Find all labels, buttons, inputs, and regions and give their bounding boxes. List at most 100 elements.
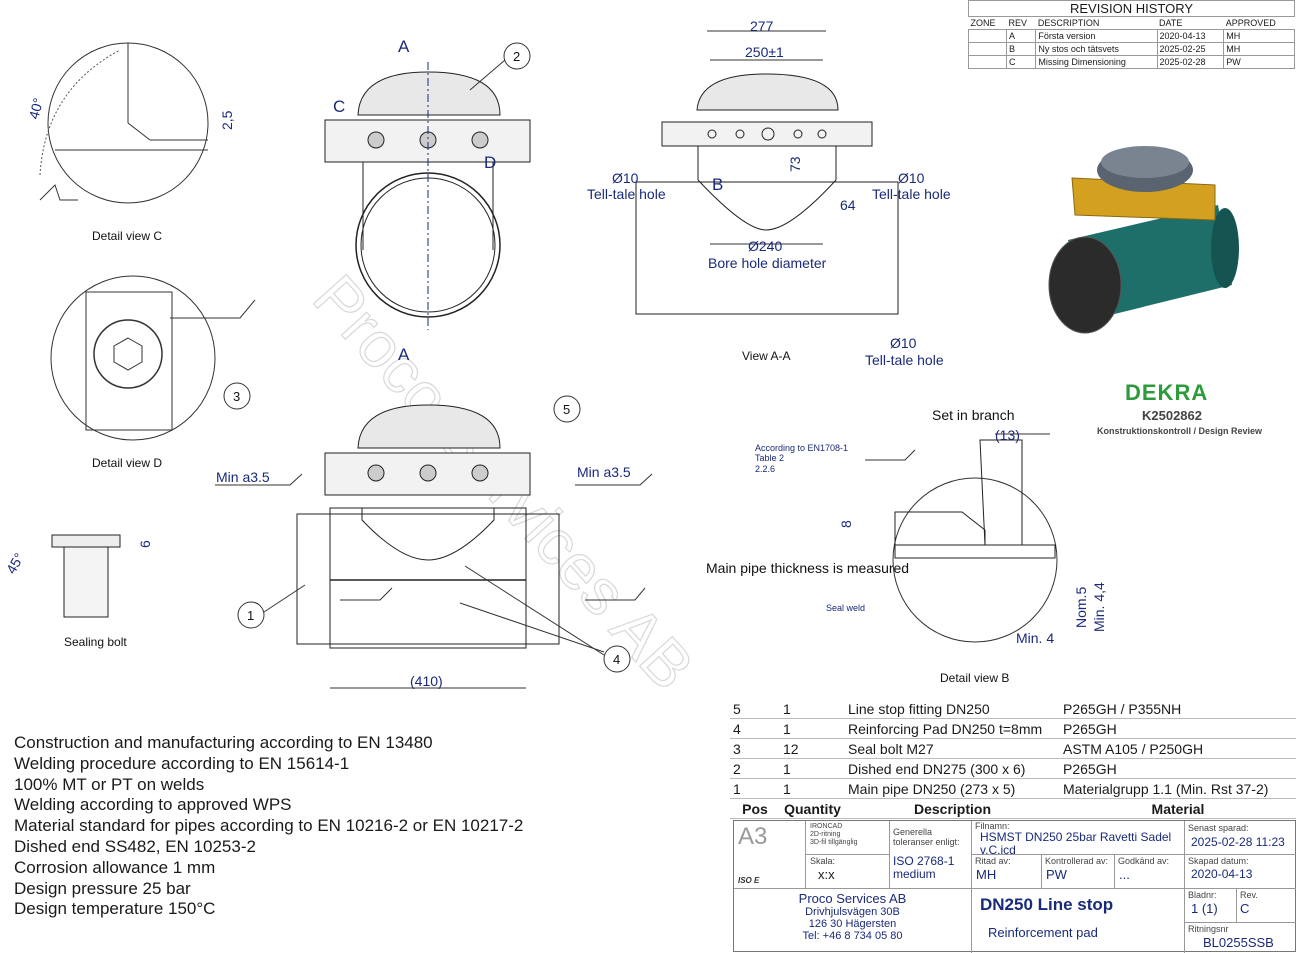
general-notes: Construction and manufacturing according…	[14, 733, 523, 920]
saved-cell: Senast sparad: 2025-02-28 11:23	[1185, 821, 1296, 855]
company-name: Proco Services AB	[798, 891, 907, 906]
bom-cell: P265GH	[1060, 718, 1296, 739]
bom-cell: 12	[780, 738, 845, 759]
view-a-a: 277 250±1 73 64 B Ø240 Bore hole diamete…	[587, 18, 951, 368]
seal-weld-text: Seal weld	[826, 603, 865, 613]
dekra-code: K2502862	[1142, 408, 1202, 423]
rev-header-approved: APPROVED	[1223, 16, 1295, 30]
approved-value: ...	[1119, 867, 1130, 882]
checked-label: Kontrollerad av:	[1045, 856, 1109, 866]
section-mark-a-bottom: A	[398, 345, 410, 364]
rev-cell: B	[1005, 42, 1037, 56]
detail-view-d: Detail view D	[50, 275, 256, 470]
drawn-label: Ritad av:	[975, 856, 1011, 866]
clause-text: 2.2.6	[755, 464, 775, 474]
company-address-1: Drivhjulsvägen 30B	[805, 906, 900, 918]
rev-cell: 2020-04-13	[1156, 29, 1225, 43]
bom-cell: 5	[730, 699, 780, 719]
rev-cell: Ny stos och tätsvets	[1035, 42, 1158, 56]
rev-value: C	[1240, 901, 1250, 916]
note-line: Design temperature 150°C	[14, 899, 216, 919]
set-in-branch: Set in branch	[932, 407, 1015, 423]
dekra-logo: DEKRA	[1125, 380, 1209, 405]
sheet-size: A3	[738, 823, 768, 850]
bom-header: Pos	[730, 798, 780, 819]
created-label: Skapad datum:	[1188, 856, 1249, 866]
rev-header-zone: ZONE	[968, 16, 1007, 30]
rev-header-date: DATE	[1157, 16, 1224, 30]
bolt-dim-6: 6	[137, 540, 153, 548]
drawing-no-label: Ritningsnr	[1188, 924, 1229, 934]
dim-73: 73	[787, 156, 803, 172]
drawing-number-cell: Ritningsnr BL0255SSB	[1185, 923, 1296, 953]
company-phone: Tel: +46 8 734 05 80	[802, 930, 903, 942]
title-block: A3 ISO E IRONCAD 2D-ritning 3D-fil tillg…	[733, 820, 1296, 953]
checked-cell: Kontrollerad av: PW	[1042, 855, 1115, 889]
company-address-2: 126 30 Hägersten	[808, 918, 897, 930]
rev-cell: A	[1005, 29, 1037, 43]
dim-410: (410)	[410, 673, 443, 689]
hole-bottom-label: Tell-tale hole	[865, 352, 944, 368]
rev-cell: MH	[1223, 42, 1295, 56]
dekra-subtitle: Konstruktionskontroll / Design Review	[1097, 426, 1263, 436]
note-line: Construction and manufacturing according…	[14, 733, 433, 752]
top-view: A A C D	[324, 37, 531, 364]
bore-dim: Ø240	[748, 238, 782, 254]
bom-cell: Materialgrupp 1.1 (Min. Rst 37-2)	[1060, 778, 1296, 799]
ironcad-text: IRONCAD 2D-ritning 3D-fil tillgänglig	[810, 823, 858, 846]
tol-value: ISO 2768-1 medium	[893, 854, 955, 881]
hole-right-dim: Ø10	[898, 170, 925, 186]
min-4-4: Min. 4,4	[1091, 582, 1107, 632]
bom-cell: 3	[730, 738, 780, 759]
rev-cell: Rev. C	[1237, 889, 1296, 923]
balloon-3: 3	[233, 389, 240, 404]
created-value: 2020-04-13	[1191, 867, 1253, 881]
note-line: Design pressure 25 bar	[14, 878, 191, 898]
balloon-4: 4	[613, 652, 620, 667]
dim-277: 277	[750, 18, 774, 34]
revision-history-table: REVISION HISTORY ZONE REV DESCRIPTION DA…	[968, 0, 1295, 69]
table-row: B Ny stos och tätsvets 2025-02-25 MH	[968, 42, 1295, 56]
bom-cell: ASTM A105 / P250GH	[1060, 738, 1296, 759]
revision-title: REVISION HISTORY	[968, 0, 1295, 17]
caption-sealing: Sealing bolt	[64, 635, 127, 649]
caption-view-a-a: View A-A	[742, 349, 790, 363]
rev-cell: Första version	[1035, 29, 1158, 43]
sheet-cell: Bladnr: 1 (1)	[1185, 889, 1237, 923]
nom-5: Nom.5	[1073, 587, 1089, 628]
balloon-1: 1	[247, 608, 254, 623]
sheet-label: Bladnr:	[1188, 890, 1217, 900]
drawing-no-value: BL0255SSB	[1203, 935, 1274, 950]
bore-label: Bore hole diameter	[708, 255, 827, 271]
filename-value: HSMST DN250 25bar Ravetti Sadel v.C.icd	[980, 830, 1172, 855]
balloons: 2 3 5 1 4	[223, 42, 631, 673]
dim-13: (13)	[995, 427, 1020, 443]
angle-label: 40°	[25, 96, 46, 121]
min-4: Min. 4	[1016, 630, 1054, 646]
bom-header: Material	[1060, 798, 1296, 819]
company-cell: Proco Services AB Drivhjulsvägen 30B 126…	[734, 889, 972, 953]
dim-8: 8	[838, 520, 854, 528]
note-line: Corrosion allowance 1 mm	[14, 857, 216, 877]
detail-mark-d: D	[484, 153, 496, 172]
weld-min-right: Min a3.5	[577, 464, 631, 480]
created-cell: Skapad datum: 2020-04-13	[1185, 855, 1296, 889]
according-text: According to EN1708-1	[755, 443, 848, 453]
sheet-value: 1 (1)	[1191, 901, 1218, 916]
note-line: Welding procedure according to EN 15614-…	[14, 753, 350, 773]
dim-2-5: 2,5	[219, 110, 235, 130]
bom-cell: Line stop fitting DN250	[845, 699, 1060, 719]
weld-min-left: Min a3.5	[216, 469, 270, 485]
dim-64: 64	[840, 197, 856, 213]
bom-header-row: Pos Quantity Description Material	[730, 798, 1296, 819]
scale-cell: Skala: x:x	[806, 855, 890, 889]
rev-cell: C	[1005, 55, 1037, 69]
tol-label: Generella toleranser enligt:	[893, 827, 960, 847]
bom-cell: Reinforcing Pad DN250 t=8mm	[845, 718, 1060, 739]
drawing-subtitle: Reinforcement pad	[988, 925, 1098, 940]
detail-view-c: 40° 2,5 Detail view C	[25, 42, 235, 243]
